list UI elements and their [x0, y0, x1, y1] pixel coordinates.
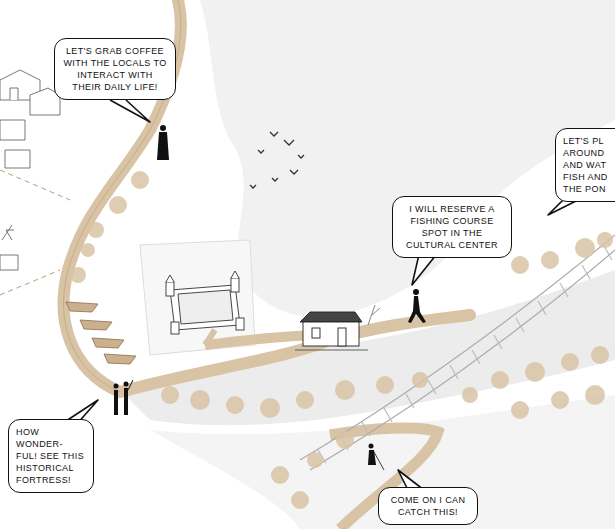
- bubble-text: HOW WONDER- FUL! SEE THIS HISTORICAL FOR…: [16, 426, 86, 486]
- bubble-text: I WILL RESERVE A FISHING COURSE SPOT IN …: [400, 203, 504, 251]
- bubble-text: LET'S GRAB COFFEE WITH THE LOCALS TO INT…: [62, 45, 168, 93]
- speech-bubble: I WILL RESERVE A FISHING COURSE SPOT IN …: [392, 196, 512, 258]
- speech-bubble: LET'S PL AROUND AND WAT FISH AND THE PON: [555, 128, 615, 202]
- path-stub: [205, 330, 215, 345]
- birds: [250, 132, 304, 188]
- river: [200, 0, 615, 317]
- speech-bubble: COME ON I CAN CATCH THIS!: [378, 487, 478, 525]
- dashed-link: [0, 170, 70, 295]
- village-sketch: [0, 70, 60, 270]
- cabin: [295, 305, 380, 350]
- people: [114, 125, 427, 470]
- bubble-tails: [60, 100, 578, 490]
- lower-ground: [150, 395, 615, 529]
- fortress: [166, 271, 244, 334]
- boats: [66, 302, 136, 364]
- speech-bubble: HOW WONDER- FUL! SEE THIS HISTORICAL FOR…: [8, 419, 94, 493]
- speech-bubble: LET'S GRAB COFFEE WITH THE LOCALS TO INT…: [54, 38, 176, 100]
- bubble-text: COME ON I CAN CATCH THIS!: [386, 494, 470, 518]
- bubble-text: LET'S PL AROUND AND WAT FISH AND THE PON: [563, 135, 614, 195]
- railway: [300, 235, 615, 470]
- trees: [70, 171, 613, 509]
